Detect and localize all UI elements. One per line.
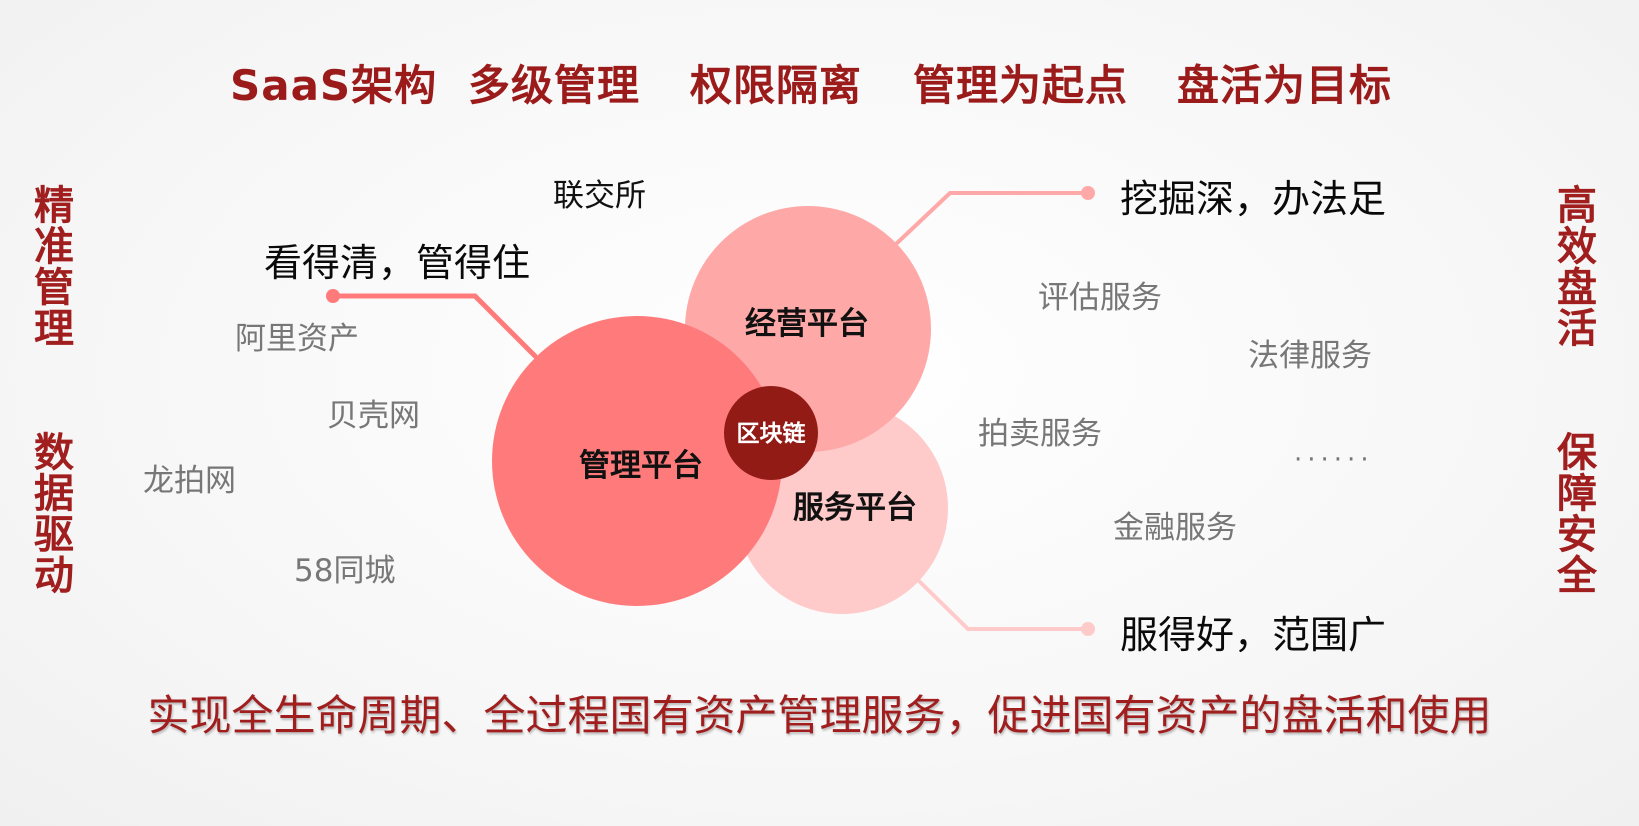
service-legal: 法律服务 <box>1248 338 1372 374</box>
slogan-permission: 权限隔离 <box>690 61 863 110</box>
connector-dot-service <box>1081 622 1095 636</box>
partner-hkex: 联交所 <box>553 178 646 214</box>
label-blockchain: 区块链 <box>737 420 806 447</box>
label-manage-platform: 管理平台 <box>579 448 703 484</box>
connector-operate <box>893 191 1090 247</box>
service-auction: 拍卖服务 <box>978 416 1102 452</box>
callout-operate: 挖掘深，办法足 <box>1120 177 1387 221</box>
tagline: 实现全生命周期、全过程国有资产管理服务，促进国有资产的盘活和使用 <box>147 691 1492 740</box>
side-label-data-driven: 数据驱动 <box>34 430 74 599</box>
callout-service: 服得好，范围广 <box>1120 613 1387 657</box>
callout-manage: 看得清，管得住 <box>264 241 531 285</box>
connector-dot-manage <box>326 289 340 303</box>
circle-blockchain-core <box>724 386 818 480</box>
circle-manage-platform <box>492 316 782 606</box>
side-label-efficient-revitalize: 高效盘活 <box>1557 183 1597 352</box>
service-appraisal: 评估服务 <box>1038 280 1162 316</box>
side-label-ensure-security: 保障安全 <box>1557 430 1597 599</box>
service-more: ······ <box>1294 445 1374 475</box>
partner-58: 58同城 <box>294 553 396 589</box>
slogan-start: 管理为起点 <box>913 61 1129 110</box>
partner-beike: 贝壳网 <box>327 398 420 434</box>
service-finance: 金融服务 <box>1113 510 1237 546</box>
label-service-platform: 服务平台 <box>793 490 917 526</box>
slogan-multilevel: 多级管理 <box>468 61 641 110</box>
partner-longpai: 龙拍网 <box>143 463 236 499</box>
slogan-saas: SaaS架构 <box>230 61 438 110</box>
connector-manage <box>330 293 538 359</box>
label-operate-platform: 经营平台 <box>745 306 869 342</box>
connector-dot-operate <box>1081 186 1095 200</box>
connector-service <box>916 578 1090 631</box>
side-label-precise-management: 精准管理 <box>34 183 74 352</box>
partner-ali-assets: 阿里资产 <box>235 321 359 357</box>
slogan-goal: 盘活为目标 <box>1177 61 1393 110</box>
